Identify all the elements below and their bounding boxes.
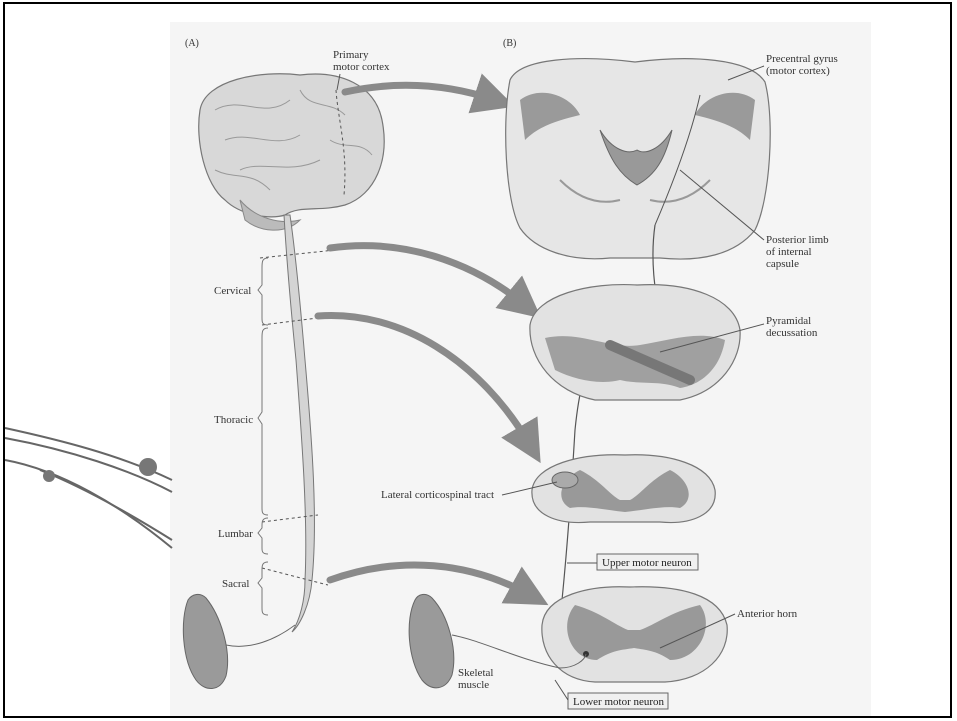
slide-border <box>3 2 952 718</box>
